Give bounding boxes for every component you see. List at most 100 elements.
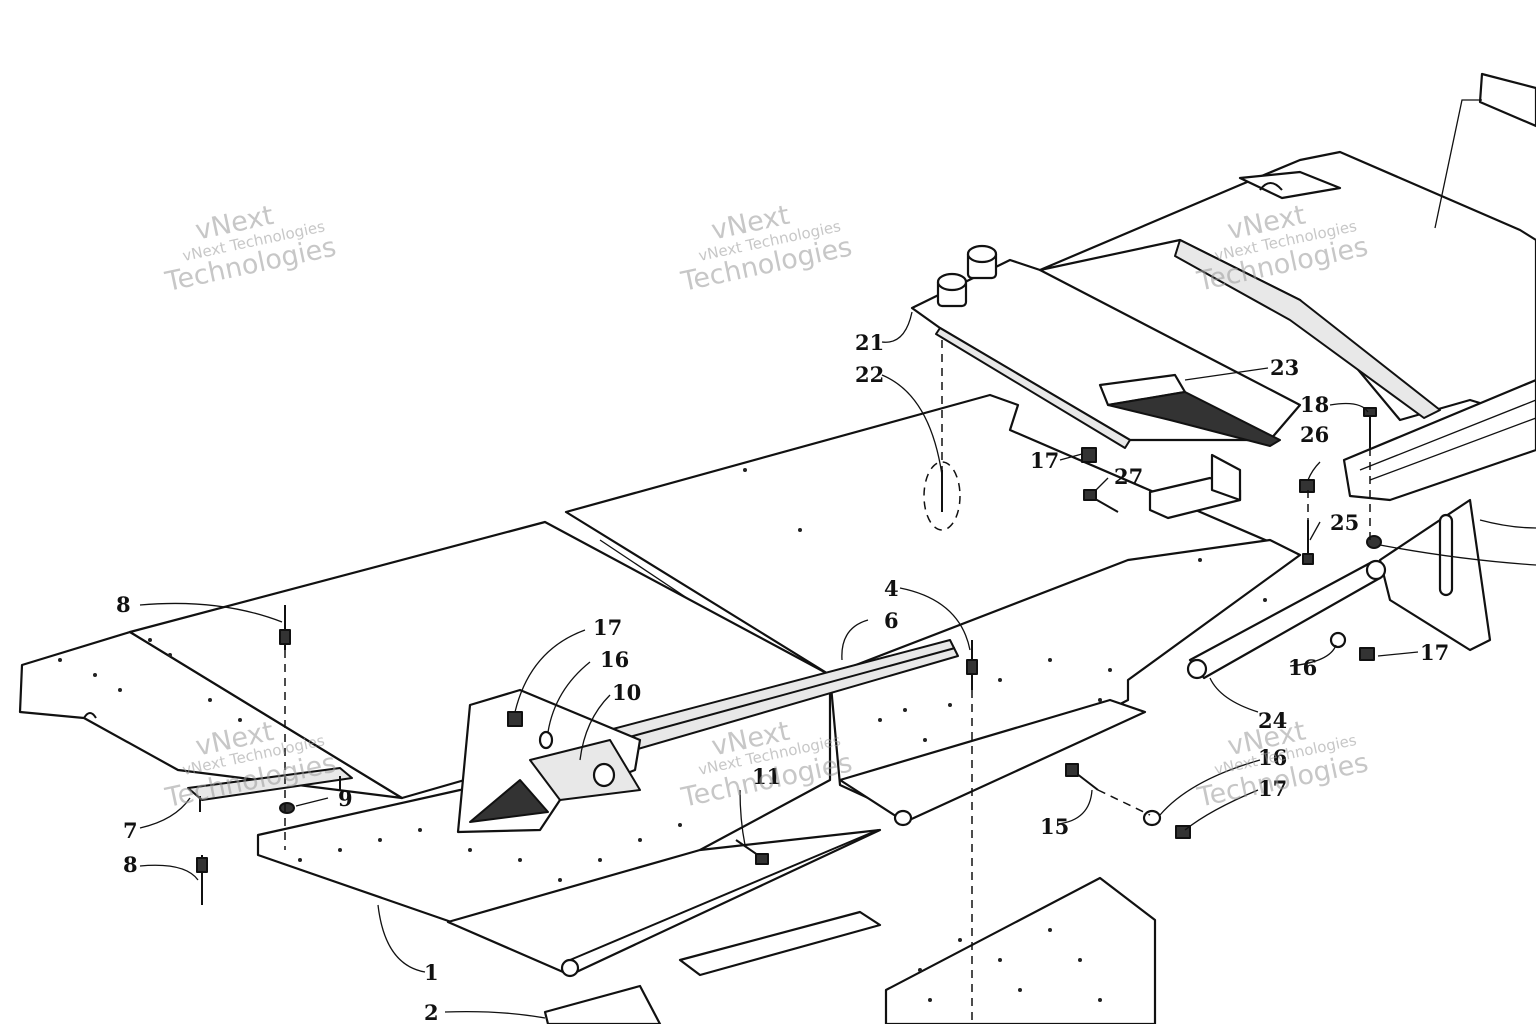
rivet-hole: [1078, 958, 1082, 962]
rivet-hole: [998, 678, 1002, 682]
callout-26: 26: [1300, 422, 1329, 447]
nut-part-26: [1299, 479, 1315, 493]
callout-25: 25: [1330, 510, 1359, 535]
cover-part-21: [910, 244, 1302, 449]
callout-1: 1: [424, 960, 439, 985]
rivet-hole: [1018, 988, 1022, 992]
hinge-post-right: [966, 244, 998, 280]
bolt-head-15: [1065, 763, 1079, 777]
bolt-head-18: [1363, 407, 1377, 417]
bolt-head-27: [1083, 489, 1097, 501]
rivet-hole: [798, 528, 802, 532]
rivet-hole: [598, 858, 602, 862]
bolt-head-25: [1302, 553, 1314, 565]
rivet-hole: [638, 838, 642, 842]
rivet-hole: [1048, 928, 1052, 932]
rivet-hole: [928, 998, 932, 1002]
leader-lines: [139, 99, 1536, 1019]
nut-part-17-upper: [1081, 447, 1097, 463]
footrest-plate: [678, 910, 882, 977]
rivet-hole: [918, 968, 922, 972]
watermark-top-center: vNext vNext Technologies Technologies: [678, 200, 855, 298]
decal-plate: [1478, 72, 1536, 128]
rivet-hole: [1098, 698, 1102, 702]
callout-17-upper: 17: [1030, 448, 1059, 473]
callout-16-lower: 16: [1258, 745, 1287, 770]
rod-part-24: [1186, 559, 1387, 680]
nut-part-17-right: [1359, 647, 1375, 661]
nut-rear-bracket: [1366, 535, 1382, 549]
rivet-hole: [418, 828, 422, 832]
callout-17-lower: 17: [1258, 776, 1287, 801]
watermark-top-left: vNext vNext Technologies Technologies: [162, 200, 339, 298]
rivet-hole: [948, 703, 952, 707]
callout-9: 9: [338, 786, 353, 811]
callout-23: 23: [1270, 355, 1299, 380]
detail-circle-part-22: [923, 461, 961, 531]
hinge-post-left: [936, 272, 968, 308]
washer-part-16-left: [538, 730, 554, 750]
rivet-hole: [298, 858, 302, 862]
rivet-hole: [1108, 668, 1112, 672]
bracket-part-7: [187, 767, 353, 812]
rivet-hole: [58, 658, 62, 662]
rivet-hole: [1198, 558, 1202, 562]
callout-16-left: 16: [600, 647, 629, 672]
bolt-head-4: [966, 659, 978, 675]
bottom-plate-part-2: [543, 984, 662, 1026]
callout-18: 18: [1300, 392, 1329, 417]
rivet-hole: [1098, 998, 1102, 1002]
rivet-hole: [208, 698, 212, 702]
bottom-bracket-right: [884, 876, 1157, 1026]
rivet-hole: [1048, 658, 1052, 662]
bolt-head-8-lower: [196, 857, 208, 873]
assembly-lines: [284, 340, 1371, 1024]
callout-8-upper: 8: [116, 592, 131, 617]
rivet-hole: [518, 858, 522, 862]
rivet-hole: [743, 468, 747, 472]
nut-part-17-left: [507, 711, 523, 727]
callout-17-left: 17: [593, 615, 622, 640]
rivet-hole: [468, 848, 472, 852]
fasteners: [196, 407, 1382, 905]
pad-part-23: [1098, 373, 1281, 447]
rivet-hole: [338, 848, 342, 852]
callout-15: 15: [1040, 814, 1069, 839]
callout-11: 11: [752, 764, 781, 789]
bolt-head-11: [755, 853, 769, 865]
step-block: [1148, 453, 1242, 520]
rivet-hole: [93, 673, 97, 677]
nut-part-9: [279, 802, 295, 814]
callout-6: 6: [884, 608, 899, 633]
callout-22: 22: [855, 362, 884, 387]
callout-16-right: 16: [1288, 655, 1317, 680]
crossmember-part-10: [456, 688, 642, 834]
rivet-hole: [148, 638, 152, 642]
callout-2: 2: [424, 1000, 439, 1024]
callout-10: 10: [612, 680, 641, 705]
rivet-hole: [558, 878, 562, 882]
callout-4: 4: [884, 576, 899, 601]
bolt-head-8-upper: [279, 629, 291, 645]
callout-17-right: 17: [1420, 640, 1449, 665]
washer-part-16-right: [1329, 631, 1347, 649]
callout-8-lower: 8: [123, 852, 138, 877]
rivet-hole: [878, 718, 882, 722]
callout-21: 21: [855, 330, 884, 355]
callout-labels: 1 2 4 6 7 8 8 9 10 11 15 16 16 16 17 17 …: [116, 330, 1449, 1025]
rivet-hole: [998, 958, 1002, 962]
rear-frame-assembly: [1038, 150, 1536, 502]
rear-side-bracket: [1378, 498, 1492, 652]
rivet-hole: [923, 738, 927, 742]
rivet-hole: [678, 823, 682, 827]
rivet-hole: [238, 718, 242, 722]
rivet-hole: [378, 838, 382, 842]
callout-27: 27: [1114, 464, 1143, 489]
tunnel-side-panel-right: [828, 538, 1302, 827]
rivet-hole: [903, 708, 907, 712]
rivet-hole: [958, 938, 962, 942]
callout-7: 7: [123, 818, 138, 843]
rivet-hole: [1263, 598, 1267, 602]
rivet-hole: [168, 653, 172, 657]
